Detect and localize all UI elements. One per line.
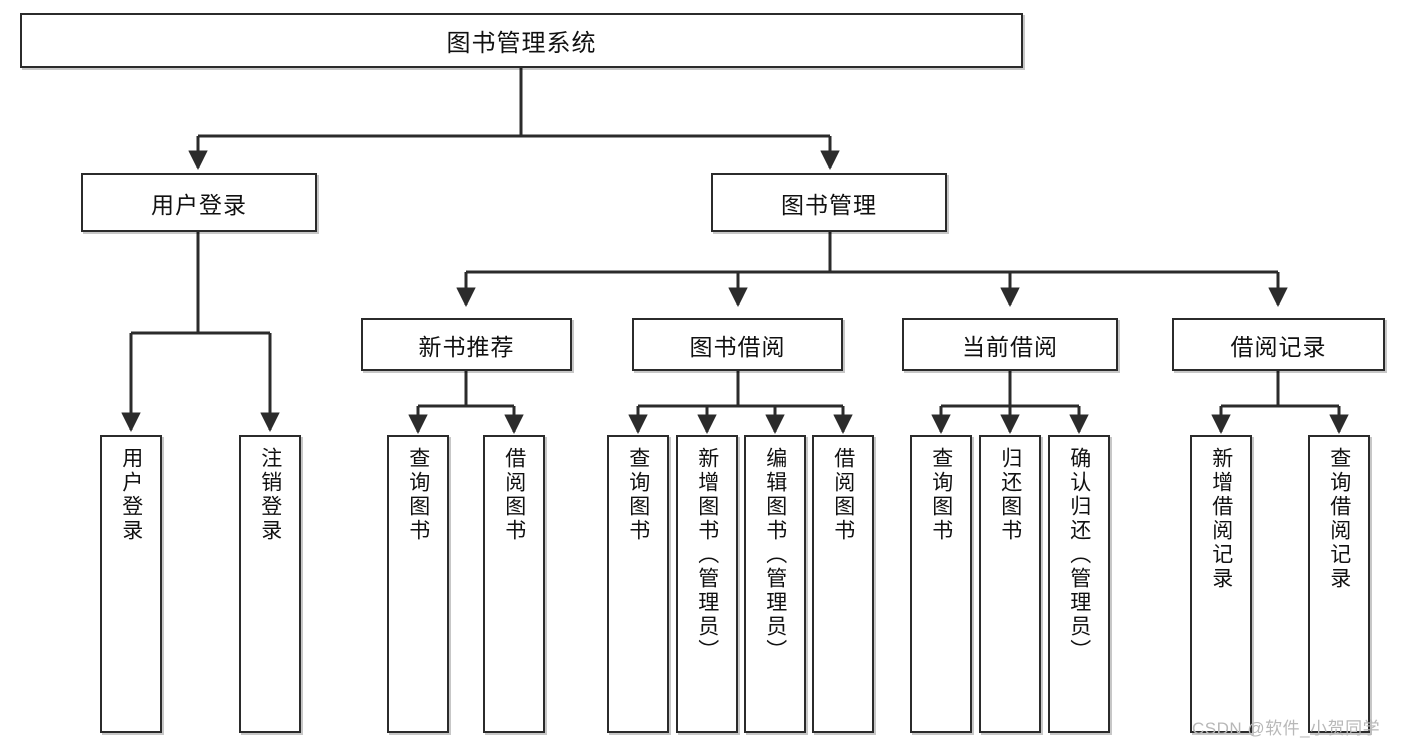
- node-leaf-borrow-book-2[interactable]: 借阅图书: [812, 435, 874, 733]
- node-current-borrow[interactable]: 当前借阅: [902, 318, 1118, 371]
- node-leaf-confirm-return[interactable]: 确认归还（管理员）: [1048, 435, 1110, 733]
- node-leaf-add-book[interactable]: 新增图书（管理员）: [676, 435, 738, 733]
- node-leaf-query-record[interactable]: 查询借阅记录: [1308, 435, 1370, 733]
- node-book-management[interactable]: 图书管理: [711, 173, 947, 232]
- node-new-book-recommend[interactable]: 新书推荐: [361, 318, 572, 371]
- node-label: 确认归还（管理员）: [1067, 447, 1091, 663]
- node-leaf-borrow-book-1[interactable]: 借阅图书: [483, 435, 545, 733]
- node-label: 查询借阅记录: [1327, 447, 1351, 591]
- node-label: 借阅图书: [502, 447, 526, 543]
- csdn-watermark: CSDN @软件_小贺同学: [1192, 719, 1381, 738]
- node-root[interactable]: 图书管理系统: [20, 13, 1023, 68]
- node-label: 查询图书: [406, 447, 430, 543]
- node-leaf-add-record[interactable]: 新增借阅记录: [1190, 435, 1252, 733]
- node-label: 归还图书: [998, 447, 1022, 543]
- node-leaf-query-book-2[interactable]: 查询图书: [607, 435, 669, 733]
- node-label: 新增图书（管理员）: [695, 447, 719, 663]
- node-label: 用户登录: [119, 447, 143, 543]
- node-label: 编辑图书（管理员）: [763, 447, 787, 663]
- node-label: 查询图书: [626, 447, 650, 543]
- node-book-borrow[interactable]: 图书借阅: [632, 318, 843, 371]
- node-leaf-edit-book[interactable]: 编辑图书（管理员）: [744, 435, 806, 733]
- node-label: 查询图书: [929, 447, 953, 543]
- node-leaf-logout-login[interactable]: 注销登录: [239, 435, 301, 733]
- node-leaf-user-login[interactable]: 用户登录: [100, 435, 162, 733]
- node-leaf-query-book-1[interactable]: 查询图书: [387, 435, 449, 733]
- node-leaf-query-book-3[interactable]: 查询图书: [910, 435, 972, 733]
- node-label: 借阅图书: [831, 447, 855, 543]
- node-label: 注销登录: [258, 447, 282, 543]
- node-label: 新增借阅记录: [1209, 447, 1233, 591]
- node-leaf-return-book[interactable]: 归还图书: [979, 435, 1041, 733]
- node-borrow-record[interactable]: 借阅记录: [1172, 318, 1385, 371]
- node-user-login[interactable]: 用户登录: [81, 173, 317, 232]
